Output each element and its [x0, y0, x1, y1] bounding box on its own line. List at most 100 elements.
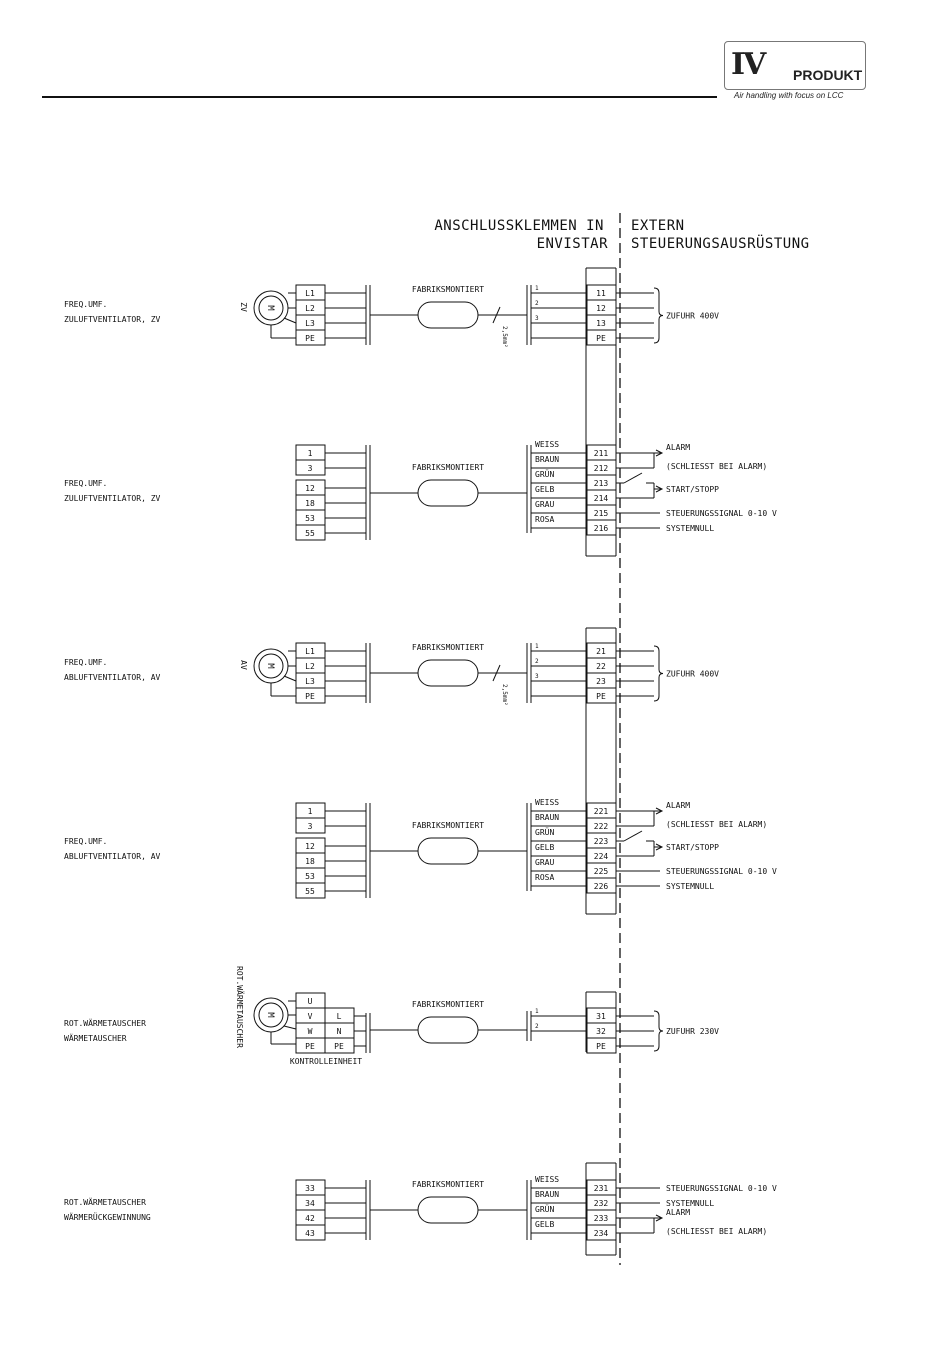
motor-tag: ZV [239, 302, 248, 312]
cross-section-tick [492, 664, 501, 682]
section-label: FREQ.UMF. [64, 837, 107, 846]
envistar-terminal-label: 213 [594, 479, 609, 488]
envistar-terminal-label: 233 [594, 1214, 609, 1223]
device-terminal-label: 53 [305, 872, 315, 881]
wire-color-label: ROSA [535, 515, 554, 524]
device-terminal-label: PE [305, 334, 315, 343]
envistar-terminal-label: 12 [596, 304, 606, 313]
motor-symbol: M [265, 663, 275, 669]
motor-symbol: M [265, 305, 275, 311]
cable-sheath [417, 479, 479, 507]
device-terminal-label: 43 [305, 1229, 315, 1238]
cable-label: FABRIKSMONTIERT [412, 285, 484, 294]
motor-circle [258, 1002, 284, 1028]
section-label: ABLUFTVENTILATOR, AV [64, 852, 161, 861]
section-label: ABLUFTVENTILATOR, AV [64, 673, 161, 682]
wire-color-label: BRAUN [535, 1190, 559, 1199]
envistar-terminal-label: 13 [596, 319, 606, 328]
external-label: SYSTEMNULL [666, 882, 714, 891]
device-terminal-label: L3 [305, 677, 315, 686]
cable-sheath [417, 659, 479, 687]
wire-color-label: ROSA [535, 873, 554, 882]
section-control: FREQ.UMF.ZULUFTVENTILATOR, ZV1312185355F… [64, 440, 777, 541]
wire-arrow [655, 843, 664, 851]
external-label: ALARM [666, 801, 690, 810]
section-rotor-control: ROT.WÄRMETAUSCHERWÄRMERÜCKGEWINNUNG33344… [64, 1175, 777, 1241]
cable-sheath [417, 837, 479, 865]
external-label: ALARM [666, 1208, 690, 1217]
envistar-terminal-label: 225 [594, 867, 609, 876]
envistar-terminal-label: 216 [594, 524, 609, 533]
device-terminal-label: L1 [305, 289, 315, 298]
section-label: FREQ.UMF. [64, 479, 107, 488]
section-label: WÄRMETAUSCHER [64, 1033, 127, 1043]
right-heading-line1: EXTERN [631, 218, 685, 234]
envistar-terminal-label: 11 [596, 289, 606, 298]
external-label: (SCHLIESST BEI ALARM) [666, 1227, 767, 1236]
envistar-terminal-label: 234 [594, 1229, 609, 1238]
wire-color-label: GRÜN [535, 1204, 554, 1214]
wire-color-label: GRÜN [535, 827, 554, 837]
wire-arrow [655, 485, 664, 493]
envistar-terminal-label: 32 [596, 1027, 606, 1036]
cable-label: FABRIKSMONTIERT [412, 1000, 484, 1009]
envistar-terminal-label: 224 [594, 852, 609, 861]
external-label: STEUERUNGSSIGNAL 0-10 V [666, 509, 777, 518]
external-label: (SCHLIESST BEI ALARM) [666, 820, 767, 829]
wire-number: 1 [535, 285, 539, 292]
wire-color-label: GRAU [535, 858, 554, 867]
motor-circle [258, 295, 284, 321]
wire-color-label: WEISS [535, 798, 559, 807]
external-label: SYSTEMNULL [666, 524, 714, 533]
external-label: STEUERUNGSSIGNAL 0-10 V [666, 867, 777, 876]
cable-label: FABRIKSMONTIERT [412, 643, 484, 652]
device-terminal-label: 33 [305, 1184, 315, 1193]
device-terminal-label: L3 [305, 319, 315, 328]
envistar-terminal-label: PE [596, 692, 606, 701]
device-terminal-label: 34 [305, 1199, 315, 1208]
envistar-terminal-label: 214 [594, 494, 609, 503]
control-unit-label: KONTROLLEINHEIT [290, 1057, 362, 1066]
section-label: ZULUFTVENTILATOR, ZV [64, 494, 161, 503]
external-label: ZUFUHR 400V [666, 670, 719, 679]
section-label: FREQ.UMF. [64, 658, 107, 667]
external-label: START/STOPP [666, 485, 719, 494]
motor-lead [283, 1025, 297, 1030]
device-terminal-label: 18 [305, 499, 315, 508]
motor-lead [283, 675, 297, 682]
envistar-terminal-label: 22 [596, 662, 606, 671]
external-label: ZUFUHR 230V [666, 1027, 719, 1036]
external-label: ALARM [666, 443, 690, 452]
envistar-terminal-label: 223 [594, 837, 609, 846]
wire-color-label: GELB [535, 843, 554, 852]
wire-number: 1 [535, 1008, 539, 1015]
wire-color-label: BRAUN [535, 813, 559, 822]
wire-color-label: WEISS [535, 440, 559, 449]
device-terminal-label: PE [305, 692, 315, 701]
logo-mark: IV [731, 47, 766, 82]
device-terminal-label: 3 [308, 822, 313, 831]
left-heading-line2: ENVISTAR [537, 236, 609, 252]
cable-label: FABRIKSMONTIERT [412, 1180, 484, 1189]
device-terminal-label: 12 [305, 484, 315, 493]
section-control: FREQ.UMF.ABLUFTVENTILATOR, AV1312185355F… [64, 798, 777, 899]
device-terminal-label: 1 [308, 449, 313, 458]
envistar-terminal-label: 232 [594, 1199, 609, 1208]
envistar-terminal-label: 222 [594, 822, 609, 831]
wire-number: 1 [535, 643, 539, 650]
envistar-terminal-label: PE [596, 1042, 606, 1051]
motor-circle [258, 653, 284, 679]
control-terminal-label: N [337, 1027, 342, 1036]
envistar-terminal-label: 221 [594, 807, 609, 816]
cable-sheath [417, 1016, 479, 1044]
envistar-terminal-label: 231 [594, 1184, 609, 1193]
wire-color-label: GELB [535, 485, 554, 494]
envistar-terminal-label: 31 [596, 1012, 606, 1021]
motor-tag: ROT.WÄRMETAUSCHER [235, 966, 245, 1048]
wire-number: 3 [535, 673, 539, 680]
device-terminal-label: L1 [305, 647, 315, 656]
section-label: ROT.WÄRMETAUSCHER [64, 1197, 146, 1207]
